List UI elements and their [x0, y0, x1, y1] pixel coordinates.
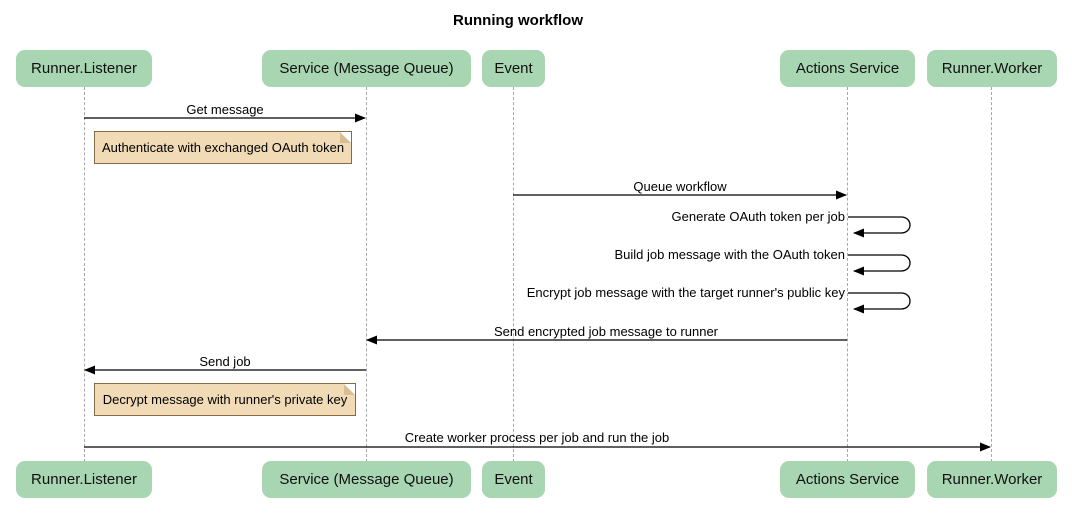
message-label-send-encrypted-job-message: Send encrypted job message to runner — [493, 324, 719, 339]
participant-bottom-actions-service: Actions Service — [780, 461, 915, 498]
diagram-title: Running workflow — [453, 12, 583, 29]
lifeline-actions-service — [847, 87, 848, 462]
participant-top-runner-worker: Runner.Worker — [927, 50, 1057, 87]
participant-bottom-event: Event — [482, 461, 545, 498]
participant-top-actions-service: Actions Service — [780, 50, 915, 87]
lifeline-runner-listener — [84, 87, 85, 462]
self-arrow-encrypt-job-message — [848, 292, 911, 314]
message-label-send-job: Send job — [199, 354, 251, 369]
participant-bottom-runner-listener: Runner.Listener — [16, 461, 152, 498]
participant-top-runner-listener: Runner.Listener — [16, 50, 152, 87]
message-label-queue-workflow: Queue workflow — [633, 179, 727, 194]
lifeline-event — [513, 87, 514, 462]
self-arrow-build-job-message — [848, 254, 911, 276]
lifeline-service-message-queue — [366, 87, 367, 462]
message-label-create-worker-process: Create worker process per job and run th… — [404, 430, 670, 445]
note-authenticate-oauth: Authenticate with exchanged OAuth token — [94, 131, 352, 164]
lifeline-runner-worker — [991, 87, 992, 462]
message-label-get-message: Get message — [186, 102, 264, 117]
participant-bottom-runner-worker: Runner.Worker — [927, 461, 1057, 498]
participant-top-event: Event — [482, 50, 545, 87]
note-decrypt-message: Decrypt message with runner's private ke… — [94, 383, 356, 416]
participant-top-service-message-queue: Service (Message Queue) — [262, 50, 471, 87]
participant-bottom-service-message-queue: Service (Message Queue) — [262, 461, 471, 498]
message-label-generate-oauth-token: Generate OAuth token per job — [671, 209, 845, 224]
self-arrow-generate-oauth-token — [848, 216, 911, 238]
message-label-build-job-message: Build job message with the OAuth token — [614, 247, 845, 262]
message-label-encrypt-job-message: Encrypt job message with the target runn… — [526, 285, 845, 300]
